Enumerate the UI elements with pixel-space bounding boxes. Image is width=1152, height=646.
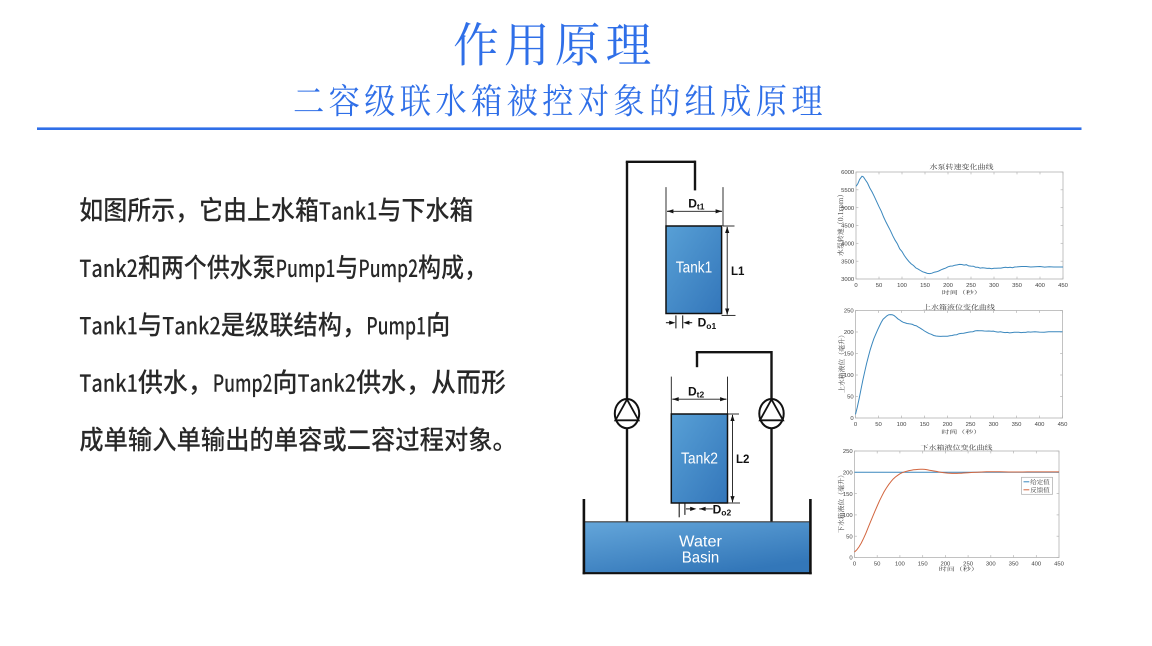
- svg-text:250: 250: [843, 449, 854, 455]
- svg-text:100: 100: [897, 422, 908, 428]
- svg-text:4000: 4000: [841, 242, 855, 248]
- svg-text:450: 450: [1054, 562, 1065, 568]
- svg-text:50: 50: [876, 283, 883, 289]
- svg-text:400: 400: [1031, 562, 1042, 568]
- svg-text:350: 350: [1009, 562, 1020, 568]
- svg-text:200: 200: [943, 283, 954, 289]
- svg-text:6000: 6000: [841, 170, 855, 176]
- svg-text:0: 0: [853, 562, 857, 568]
- svg-text:4500: 4500: [841, 224, 855, 230]
- svg-text:50: 50: [875, 422, 882, 428]
- svg-text:150: 150: [843, 492, 854, 498]
- svg-text:200: 200: [843, 471, 854, 477]
- svg-text:0: 0: [849, 556, 853, 562]
- svg-text:0: 0: [854, 422, 858, 428]
- svg-text:Tank2: Tank2: [681, 451, 718, 468]
- svg-text:450: 450: [1058, 283, 1069, 289]
- svg-text:5000: 5000: [841, 206, 855, 212]
- svg-text:150: 150: [844, 352, 855, 358]
- svg-text:5500: 5500: [841, 188, 855, 194]
- svg-text:300: 300: [989, 422, 1000, 428]
- svg-text:3000: 3000: [841, 277, 855, 283]
- svg-text:L2: L2: [736, 454, 749, 466]
- svg-text:0: 0: [854, 283, 858, 289]
- svg-text:350: 350: [1012, 422, 1023, 428]
- svg-text:50: 50: [874, 562, 881, 568]
- svg-text:200: 200: [940, 562, 951, 568]
- svg-text:200: 200: [844, 330, 855, 336]
- svg-text:Basin: Basin: [682, 549, 720, 566]
- svg-text:350: 350: [1012, 283, 1023, 289]
- svg-text:300: 300: [989, 283, 1000, 289]
- svg-text:100: 100: [895, 562, 906, 568]
- svg-text:100: 100: [844, 373, 855, 379]
- svg-text:250: 250: [963, 562, 974, 568]
- svg-text:3500: 3500: [841, 259, 855, 265]
- svg-text:L1: L1: [731, 266, 745, 278]
- svg-text:250: 250: [844, 309, 855, 315]
- svg-text:50: 50: [846, 534, 853, 540]
- svg-text:150: 150: [918, 562, 929, 568]
- svg-text:300: 300: [986, 562, 997, 568]
- svg-text:400: 400: [1035, 422, 1046, 428]
- svg-text:150: 150: [920, 283, 931, 289]
- svg-text:450: 450: [1058, 422, 1069, 428]
- svg-text:250: 250: [966, 422, 977, 428]
- svg-text:400: 400: [1035, 283, 1046, 289]
- svg-text:50: 50: [847, 395, 854, 401]
- svg-text:250: 250: [966, 283, 977, 289]
- svg-text:150: 150: [920, 422, 931, 428]
- svg-text:100: 100: [843, 513, 854, 519]
- svg-text:100: 100: [897, 283, 908, 289]
- svg-text:0: 0: [850, 416, 854, 422]
- svg-text:Water: Water: [679, 534, 723, 551]
- svg-text:200: 200: [943, 422, 954, 428]
- svg-text:Tank1: Tank1: [676, 259, 712, 276]
